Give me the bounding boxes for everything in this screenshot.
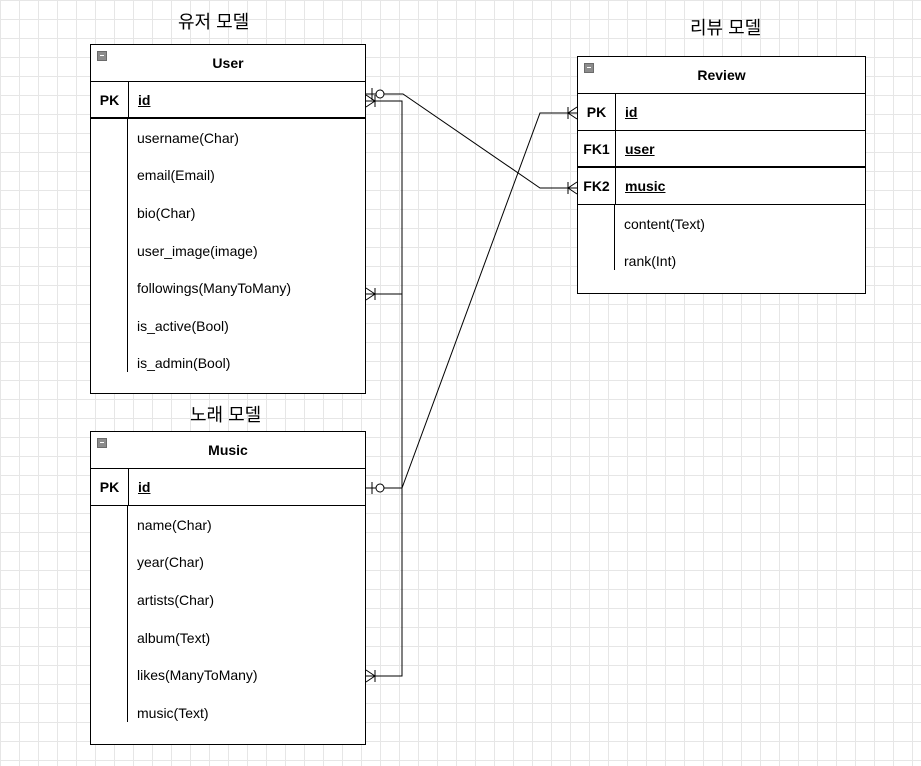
user-entity[interactable]: User PK id username(Char) email(Email) b… [90,44,366,394]
review-key-field: id [625,104,638,120]
collapse-icon[interactable] [97,51,107,61]
crows-foot-marker [365,669,376,683]
review-key-label: PK [586,104,607,120]
music-pk-field: id [138,479,151,495]
user-review-relation[interactable] [366,93,577,189]
zero-or-one-marker [371,88,385,100]
crows-foot-marker [365,287,376,301]
music-entity-title: Music [208,442,248,458]
user-attribute[interactable]: bio(Char) [137,204,196,221]
review-entity-title: Review [697,67,746,83]
review-key-field: user [625,140,655,157]
user-followings-relation[interactable] [366,100,403,295]
review-key-label: FK2 [583,178,610,194]
user-attribute[interactable]: email(Email) [137,167,215,184]
user-attributes: username(Char) email(Email) bio(Char) us… [91,119,365,382]
music-attribute[interactable]: name(Char) [137,516,212,533]
user-attribute[interactable]: user_image(image) [137,242,258,259]
music-attributes: name(Char) year(Char) artists(Char) albu… [91,506,365,732]
review-entity-header[interactable]: Review [578,57,865,94]
user-attribute[interactable]: is_admin(Bool) [137,355,231,372]
music-likes-relation[interactable] [366,101,403,677]
user-attribute[interactable]: username(Char) [137,129,239,146]
user-pk-label: PK [99,91,120,108]
user-pk-field: id [138,91,151,108]
review-attributes: content(Text) rank(Int) [578,205,865,280]
music-attribute[interactable]: year(Char) [137,554,204,571]
user-attribute[interactable]: is_active(Bool) [137,317,229,334]
user-attribute[interactable]: followings(ManyToMany) [137,280,292,297]
review-attribute[interactable]: content(Text) [624,215,705,232]
user-pk-row[interactable]: PK id [91,82,365,119]
caption-music-model: 노래 모델 [190,405,262,425]
review-key-label: FK1 [583,140,610,157]
review-pk-row[interactable]: PK id [578,94,865,131]
crows-foot-marker [365,94,376,108]
review-attribute[interactable]: rank(Int) [624,253,677,270]
user-entity-header[interactable]: User [91,45,365,82]
collapse-icon[interactable] [584,63,594,73]
caption-user-model: 유저 모델 [178,12,250,32]
music-review-relation[interactable] [366,112,577,489]
zero-or-one-marker [371,482,385,494]
review-entity[interactable]: Review PK id FK1 user FK2 music content(… [577,56,866,294]
music-attribute[interactable]: likes(ManyToMany) [137,667,258,684]
music-pk-row[interactable]: PK id [91,469,365,506]
review-fk2-row[interactable]: FK2 music [578,168,865,205]
caption-review-model: 리뷰 모델 [690,18,762,38]
music-attribute[interactable]: album(Text) [137,629,211,646]
music-pk-label: PK [99,479,120,495]
music-entity-header[interactable]: Music [91,432,365,469]
user-entity-title: User [212,55,244,71]
music-entity[interactable]: Music PK id name(Char) year(Char) artist… [90,431,366,745]
music-attribute[interactable]: artists(Char) [137,591,215,608]
music-attribute[interactable]: music(Text) [137,704,209,721]
crows-foot-marker [567,181,578,195]
review-key-field: music [625,178,666,194]
review-fk1-row[interactable]: FK1 user [578,131,865,168]
crows-foot-marker [567,106,578,120]
collapse-icon[interactable] [97,438,107,448]
